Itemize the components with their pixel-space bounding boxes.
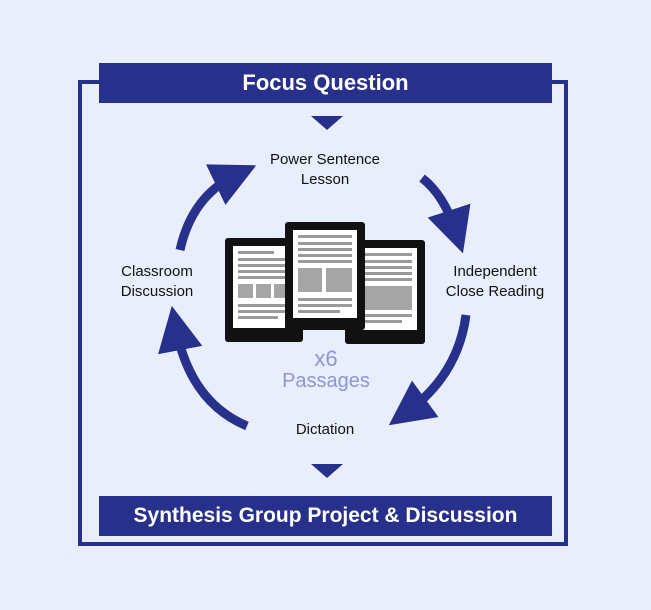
down-triangle-icon bbox=[311, 464, 343, 478]
cycle-arrow-icon bbox=[175, 164, 257, 252]
down-triangle-icon bbox=[311, 116, 343, 130]
cycle-arrow-icon bbox=[419, 174, 471, 254]
step-label: Discussion bbox=[120, 283, 194, 300]
step-independent-close-reading: Independent Close Reading bbox=[420, 262, 570, 302]
step-power-sentence-lesson: Power Sentence Lesson bbox=[240, 150, 410, 190]
synthesis-banner: Synthesis Group Project & Discussion bbox=[99, 496, 552, 536]
passages-count: x6 bbox=[314, 346, 338, 371]
step-classroom-discussion: Classroom Discussion bbox=[90, 262, 224, 302]
step-label: Lesson bbox=[300, 171, 350, 188]
document-icon bbox=[285, 222, 365, 330]
step-label: Power Sentence bbox=[269, 151, 381, 168]
focus-question-label: Focus Question bbox=[242, 70, 409, 95]
focus-question-banner: Focus Question bbox=[99, 63, 552, 103]
step-label: Dictation bbox=[295, 421, 355, 438]
step-label: Classroom bbox=[121, 263, 193, 280]
cycle-arrow-icon bbox=[158, 305, 249, 431]
passages-label: x6 Passages bbox=[240, 346, 412, 393]
step-label: Independent bbox=[453, 263, 537, 280]
cycle-arrow-icon bbox=[388, 314, 471, 426]
passages-text: Passages bbox=[282, 370, 370, 392]
step-dictation: Dictation bbox=[260, 420, 390, 440]
synthesis-label: Synthesis Group Project & Discussion bbox=[133, 504, 518, 527]
step-label: Close Reading bbox=[445, 283, 545, 300]
